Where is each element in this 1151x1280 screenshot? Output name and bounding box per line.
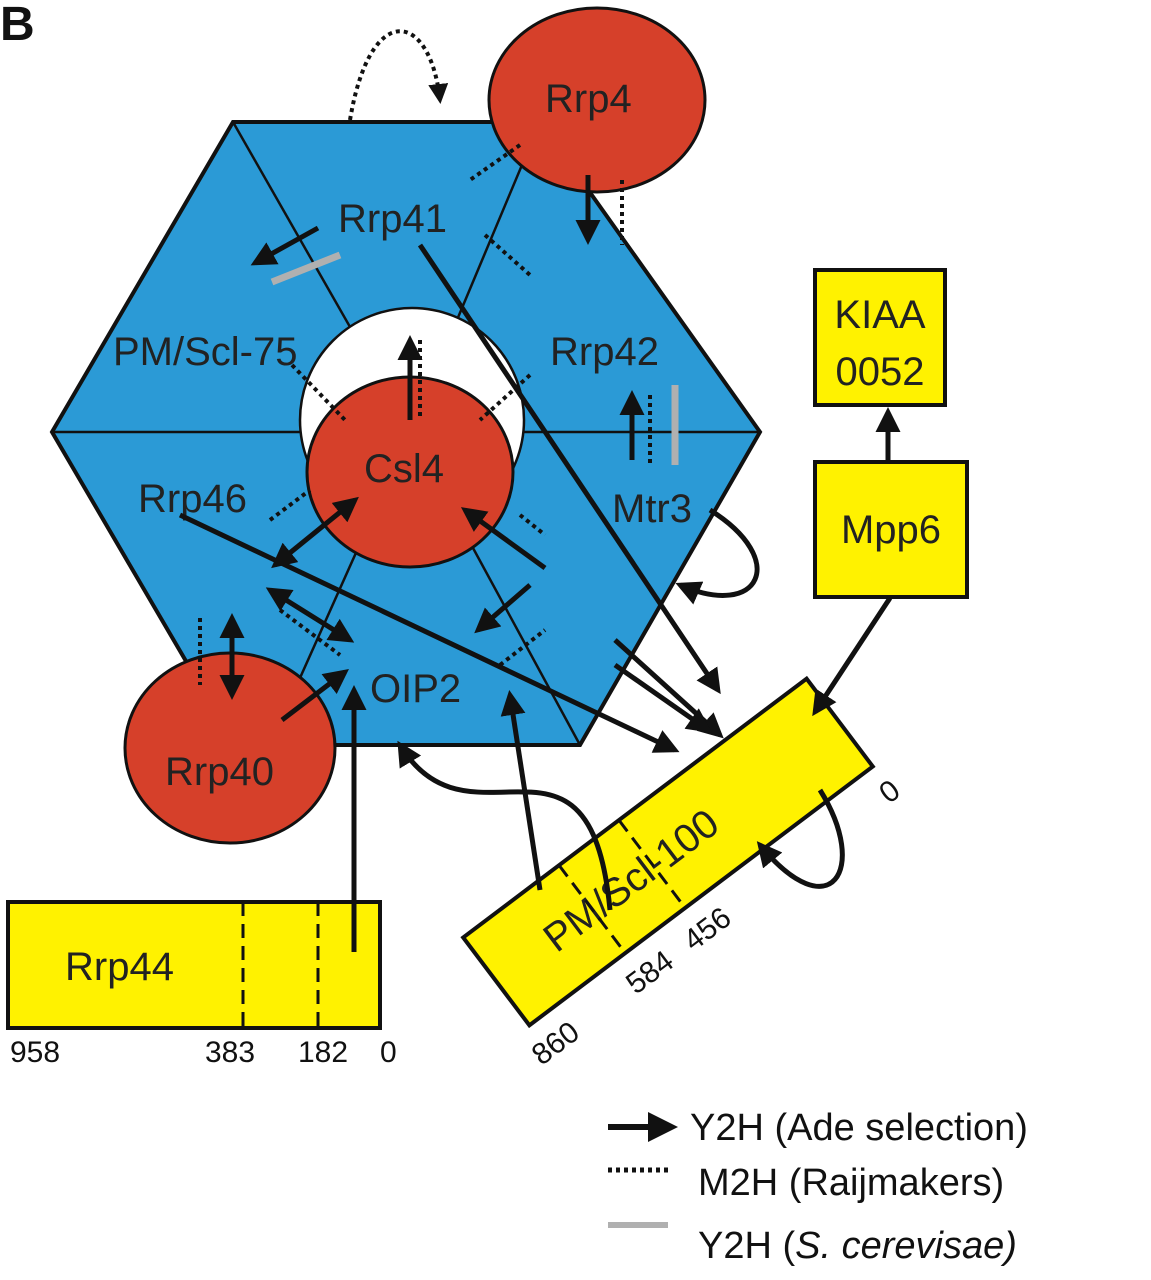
pm-scl-100-box	[460, 675, 876, 1029]
y2h-interaction-arrows	[178, 175, 901, 952]
rrp46-label: Rrp46	[138, 477, 247, 521]
y2h-bidirectional-arrows	[219, 496, 359, 700]
rrp41-label: Rrp41	[338, 197, 447, 241]
rrp44-tick-182: 182	[298, 1036, 348, 1069]
rrp4-label: Rrp4	[545, 77, 632, 121]
rrp42-label: Rrp42	[550, 330, 659, 374]
rrp44-label: Rrp44	[65, 945, 174, 989]
pm-scl-100-tick-0: 0	[873, 774, 906, 810]
pm-scl-100-domain-boundaries	[557, 819, 687, 955]
csl4-label: Csl4	[364, 447, 444, 491]
legend-y2h-prefix: Y2H (	[698, 1225, 795, 1267]
legend: Y2H (Ade selection) M2H (Raijmakers) Y2H…	[608, 1107, 1028, 1267]
m2h-interaction-lines	[198, 29, 652, 685]
rrp44-tick-0: 0	[380, 1036, 397, 1069]
pm-scl-100-tick-584: 584	[620, 944, 680, 1000]
rrp44-box	[6, 900, 382, 1030]
oip2-label: OIP2	[370, 667, 461, 711]
rrp44-tick-958: 958	[10, 1036, 60, 1069]
y2h-cerevisiae-lines	[270, 251, 679, 465]
panel-label: B	[0, 0, 35, 51]
kiaa0052-label-line1: KIAA	[834, 293, 925, 337]
kiaa0052-label-line2: 0052	[836, 350, 925, 394]
mpp6-label: Mpp6	[841, 508, 941, 552]
legend-m2h: M2H (Raijmakers)	[698, 1162, 1004, 1204]
rrp40-label: Rrp40	[165, 750, 274, 794]
pm-scl-100-tick-860: 860	[526, 1015, 586, 1071]
kiaa0052-box	[813, 268, 947, 407]
rrp4-subunit	[487, 6, 707, 194]
legend-species: S. cerevisae)	[795, 1225, 1017, 1267]
pm-scl-100-tick-456: 456	[678, 901, 738, 957]
rrp44-tick-383: 383	[205, 1036, 255, 1069]
pm-scl-75-label: PM/Scl-75	[113, 330, 298, 374]
legend-y2h-cerevisiae: Y2H (S. cerevisae)	[698, 1225, 1017, 1267]
legend-y2h-ade: Y2H (Ade selection)	[690, 1107, 1028, 1149]
mtr3-label: Mtr3	[612, 487, 692, 531]
mpp6-box	[813, 460, 969, 599]
